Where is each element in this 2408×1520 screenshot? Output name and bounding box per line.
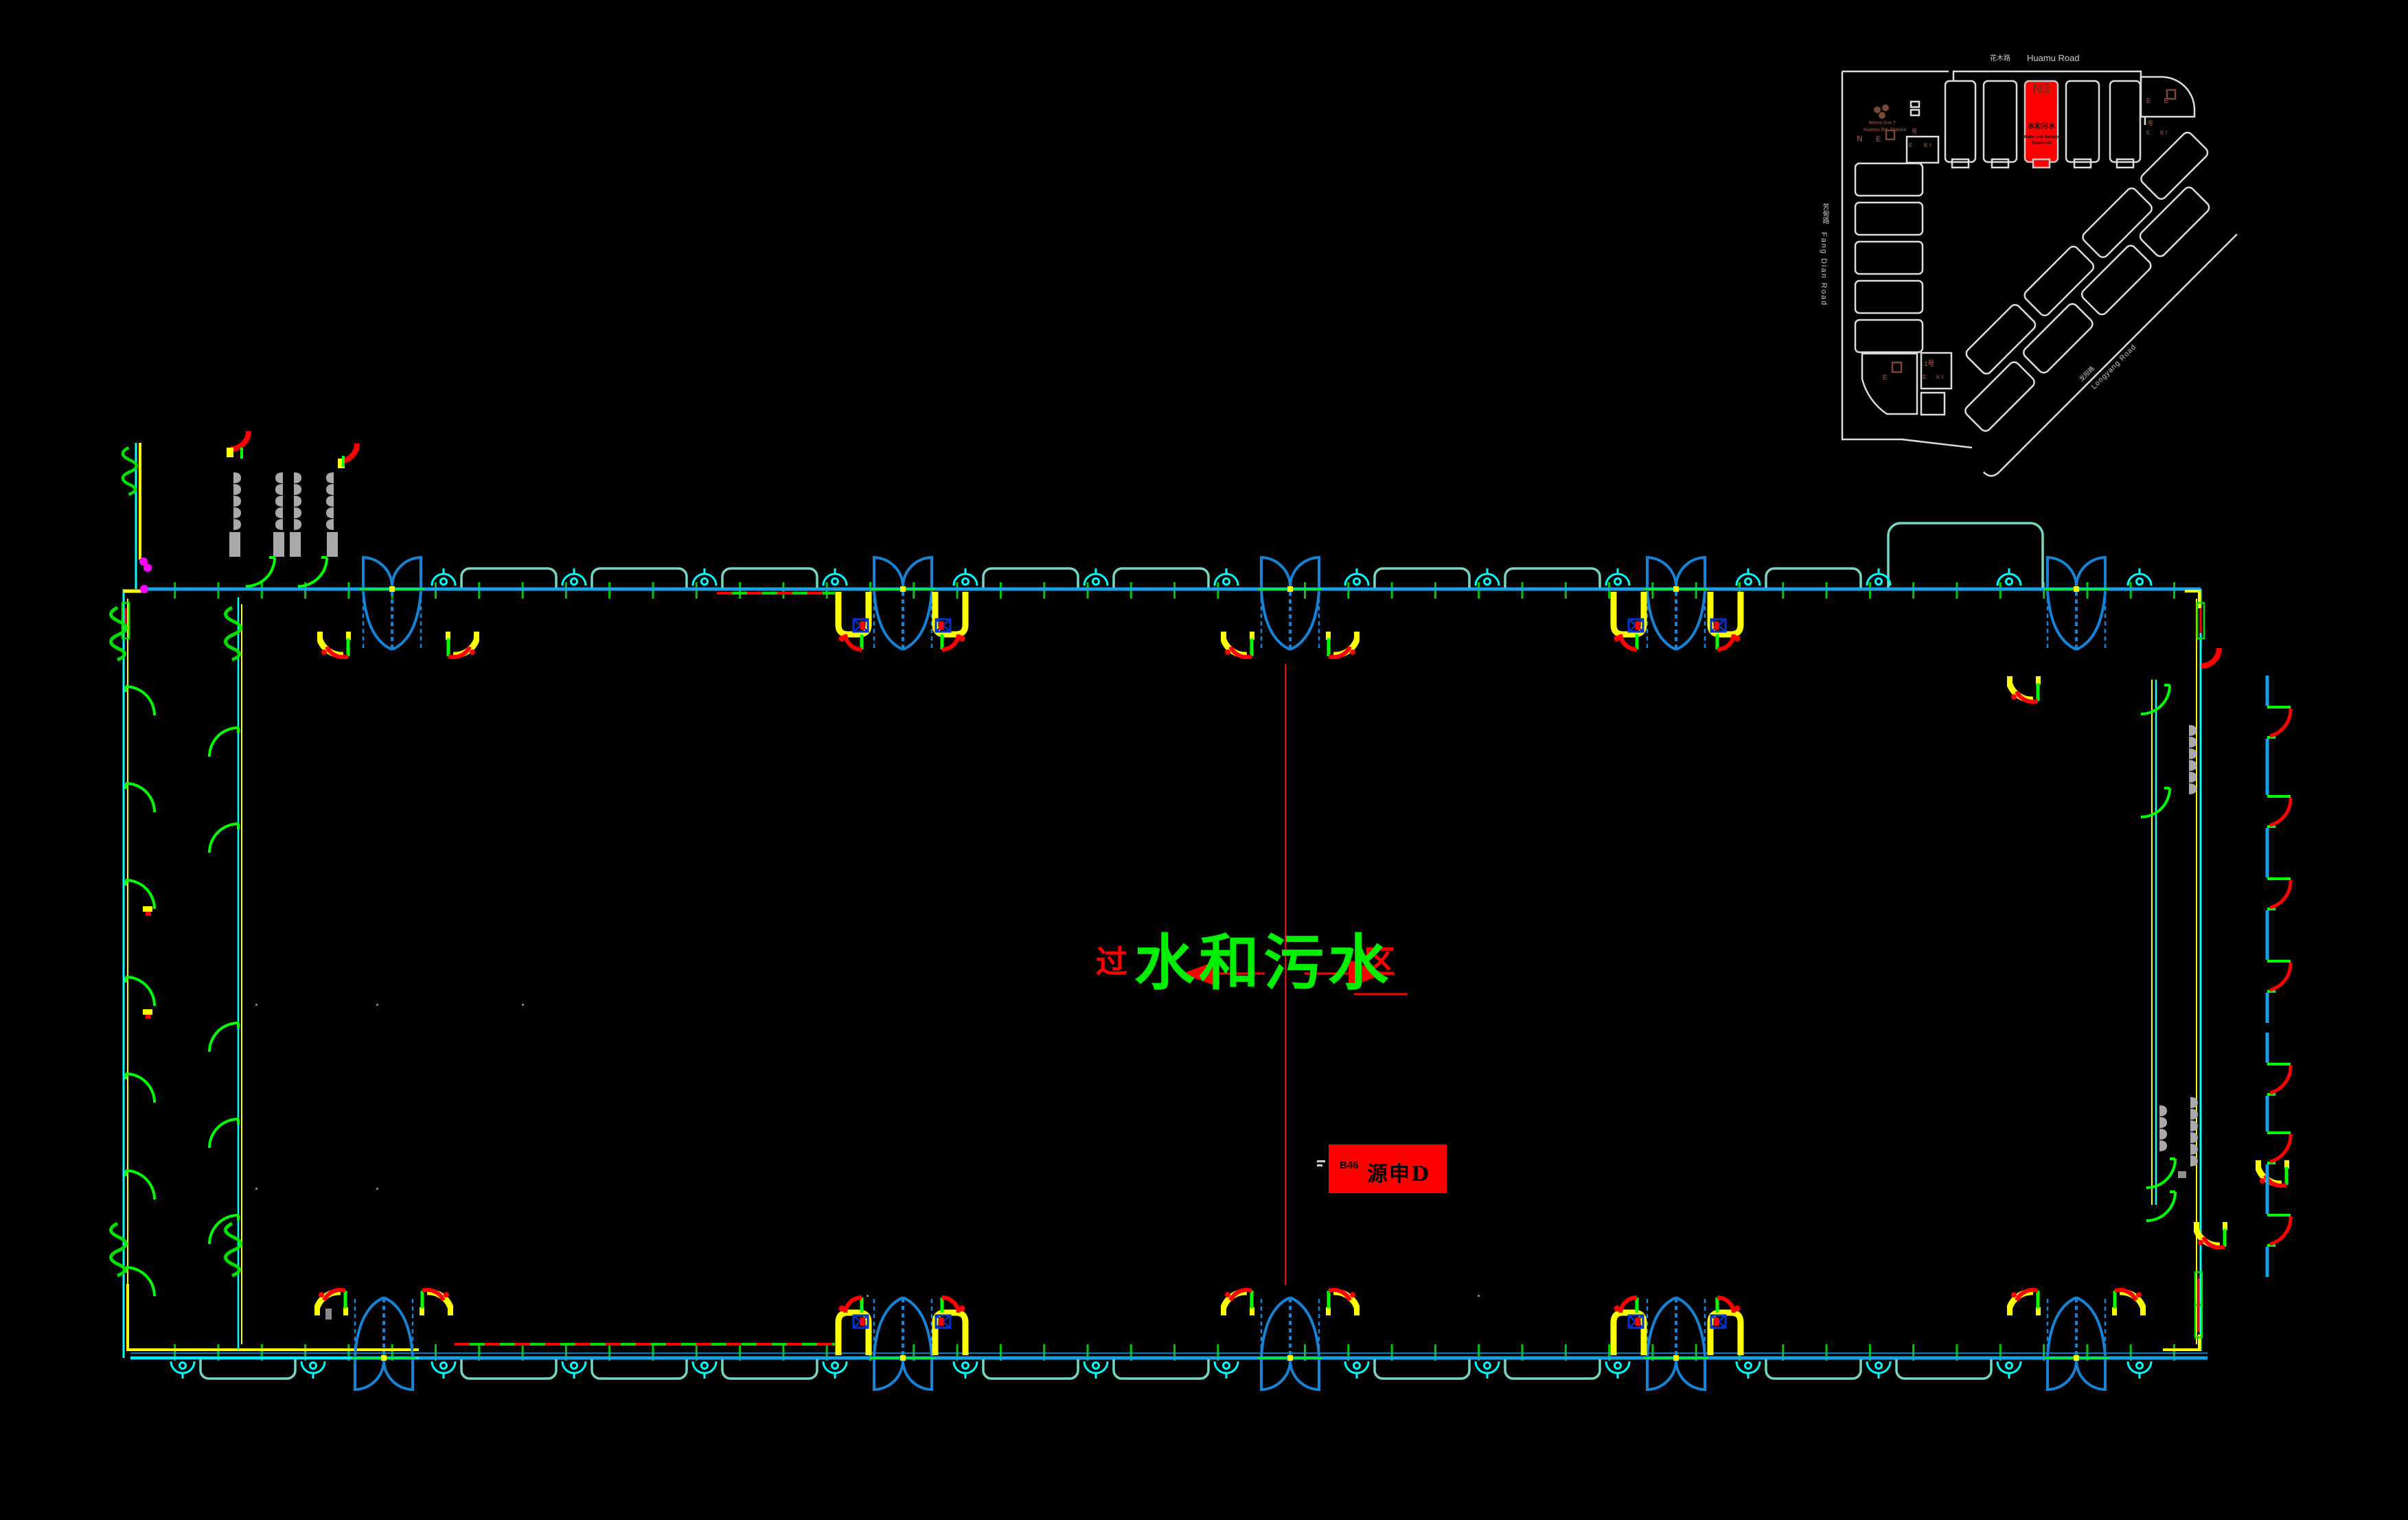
debris-dots [255, 1004, 1480, 1320]
right-service-zone [2140, 648, 2291, 1277]
entry-aprons [199, 522, 2044, 1380]
n3-building-id: N3 [2032, 82, 2050, 97]
page-title: 水和污水 [1134, 927, 1393, 998]
center-annotations [1182, 664, 1408, 1285]
fire-zone-right-text: 区 [1364, 943, 1395, 980]
fan-building-ne [2140, 76, 2196, 118]
tiny-label-ki3: K I [2160, 130, 2168, 136]
tiny-label-ee: E E [2146, 97, 2175, 105]
site-boundary [1841, 70, 1973, 449]
metro-icon [1874, 104, 1889, 119]
arrow-left-icon [1182, 960, 1219, 987]
fan-building-sw [1861, 352, 1918, 415]
metro-station-label: Huamu Rd. Station [1864, 128, 1907, 133]
exterior-walls [122, 443, 2208, 1360]
metro-line-label: Metro line 7 [1869, 121, 1896, 126]
canopy-outline [1887, 522, 2044, 588]
restroom-fixtures [139, 431, 357, 593]
diagonal-buildings [1964, 131, 2238, 477]
tiny-label-fan-e: E [1883, 374, 1888, 382]
tiny-label-e3: E [1923, 374, 1927, 380]
tiny-label-hao2: 号 [2148, 120, 2153, 126]
huamu-bracket [1952, 70, 2142, 81]
tiny-label-e1: E [1876, 135, 1881, 143]
fire-separation-lines [455, 592, 835, 1346]
huamu-road-cn-label: 花木路 [1990, 55, 2010, 62]
tiny-label-e2: E [1909, 142, 1913, 148]
tiny-label-no1: 1号 [1924, 360, 1935, 368]
site-square-glyphs [1885, 89, 2177, 373]
left-wall-doors [111, 448, 240, 1298]
arrow-right-icon [1349, 960, 1386, 987]
tiny-label-e4: E [2146, 130, 2151, 136]
fangdian-road-label: Fang Dian Road [1820, 232, 1828, 307]
tiny-label-ki1: K I [1924, 142, 1931, 148]
floor-plan [111, 431, 2291, 1391]
window-symbols [121, 601, 2205, 1339]
fangdian-road-cn-label: 芳甸路 [1821, 203, 1828, 224]
n3-name-en1: Water and Sewage [2023, 135, 2060, 139]
site-key-plan [1841, 70, 2238, 477]
tiny-label-n: N [1857, 134, 1863, 143]
tiny-label-hao1: 号 [1912, 128, 1917, 135]
n3-name-cn: 水和污水 [2028, 123, 2055, 130]
block-name: 源申D [1367, 1162, 1431, 1186]
tiny-label-ki2: K I [1936, 374, 1944, 380]
huamu-road-label: Huamu Road [2027, 53, 2080, 63]
interior-walls [237, 597, 2157, 1350]
block-label-b46[interactable]: B46 源申D [1329, 1144, 1447, 1193]
fire-zone-left-text: 过 [1096, 943, 1127, 980]
block-code: B46 [1340, 1160, 1359, 1171]
n3-name-en2: Treatment [2031, 141, 2052, 146]
